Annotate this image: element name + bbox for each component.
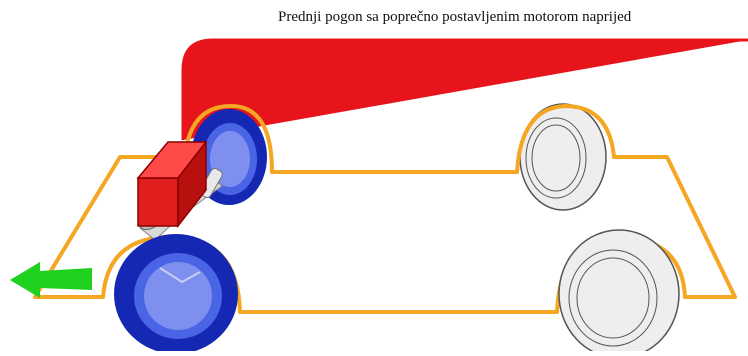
engine-block <box>136 139 208 229</box>
rear-left-wheel <box>519 103 607 211</box>
front-right-wheel <box>114 234 238 354</box>
diagram-caption: Prednji pogon sa poprečno postavljenim m… <box>278 9 632 25</box>
pointer-line <box>181 38 748 140</box>
direction-arrow <box>10 262 92 298</box>
rear-right-wheel <box>558 229 680 356</box>
